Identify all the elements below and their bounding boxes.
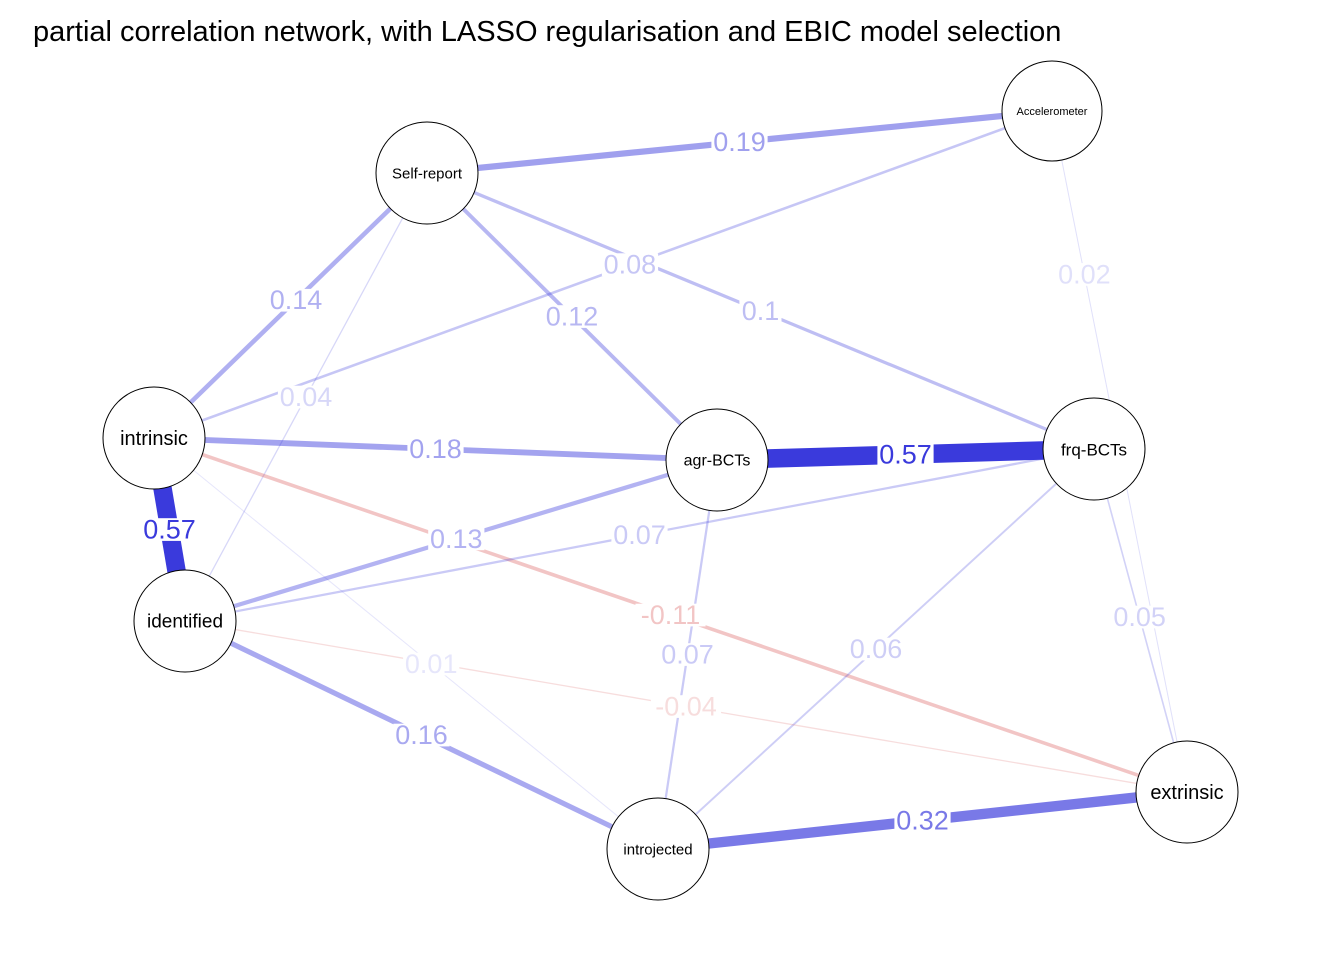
edge-label-frq_bcts-introjected: 0.06 <box>850 634 903 664</box>
edge-label-introjected-extrinsic: 0.32 <box>896 806 949 836</box>
edge-labels-layer: 0.19 0.08 0.02 0.14 0.12 0.1 0.04 0.18 0.57 -0.11… <box>141 127 1168 836</box>
edge-label-agr_bcts-identified: 0.13 <box>430 524 483 554</box>
edge-label-self_report-intrinsic: 0.14 <box>270 285 323 315</box>
node-label-extrinsic: extrinsic <box>1150 782 1223 804</box>
node-circle <box>665 408 769 512</box>
edge-label-intrinsic-accelerometer: 0.08 <box>604 250 657 280</box>
edge-label-bg <box>659 643 716 666</box>
node-agr_bcts: agr-BCTs <box>665 408 769 512</box>
node-intrinsic: intrinsic <box>102 386 206 490</box>
edge-label-bg <box>403 652 460 676</box>
node-circle <box>1042 397 1146 501</box>
node-self_report: Self-report <box>375 121 479 225</box>
node-circle <box>1001 60 1103 162</box>
edge-label-bg <box>739 299 782 323</box>
node-circle <box>102 386 206 490</box>
edge-label-identified-extrinsic: -0.04 <box>655 692 717 722</box>
edge-label-bg <box>407 437 464 461</box>
edge-label-bg <box>428 527 485 551</box>
edge-label-bg <box>635 603 706 627</box>
node-identified: identified <box>133 569 237 673</box>
edge-label-bg <box>277 385 335 409</box>
edge-label-identified-introjected: 0.16 <box>395 720 448 750</box>
edge-label-accelerometer-extrinsic: 0.02 <box>1058 259 1111 289</box>
edge-label-intrinsic-introjected: 0.01 <box>405 649 458 679</box>
edge-label-self_report-agr_bcts: 0.12 <box>546 302 599 332</box>
edge-intrinsic-introjected <box>153 437 659 850</box>
node-frq_bcts: frq-BCTs <box>1042 397 1146 501</box>
edge-label-frq_bcts-extrinsic: 0.05 <box>1113 602 1166 632</box>
edge-label-intrinsic-extrinsic: -0.11 <box>641 600 701 630</box>
edge-label-bg <box>894 809 951 832</box>
edge-label-bg <box>141 518 198 541</box>
edge-label-bg <box>650 695 722 718</box>
edge-label-bg <box>847 637 905 661</box>
edge-label-self_report-accelerometer: 0.19 <box>713 127 766 157</box>
node-label-agr_bcts: agr-BCTs <box>684 453 751 470</box>
edge-label-frq_bcts-identified: 0.07 <box>613 520 666 550</box>
node-circle <box>606 797 710 901</box>
edge-label-agr_bcts-frq_bcts: 0.57 <box>879 440 932 470</box>
edge-label-bg <box>543 305 601 328</box>
node-accelerometer: Accelerometer <box>1001 60 1103 162</box>
node-label-introjected: introjected <box>623 842 692 859</box>
edge-label-self_report-frq_bcts: 0.1 <box>742 296 780 326</box>
node-introjected: introjected <box>606 797 710 901</box>
edge-label-intrinsic-agr_bcts: 0.18 <box>409 434 462 464</box>
node-label-identified: identified <box>147 612 223 633</box>
edge-label-bg <box>267 288 325 312</box>
edge-label-bg <box>1111 605 1168 629</box>
node-circle <box>1135 740 1239 844</box>
edge-label-agr_bcts-introjected: 0.07 <box>661 640 714 670</box>
chart-title: partial correlation network, with LASSO … <box>33 16 1062 48</box>
node-extrinsic: extrinsic <box>1135 740 1239 844</box>
node-label-self_report: Self-report <box>392 166 463 183</box>
edge-label-self_report-identified: 0.04 <box>280 382 333 412</box>
edge-label-bg <box>611 523 668 547</box>
edge-label-bg <box>601 253 659 276</box>
edge-label-bg <box>393 723 450 747</box>
node-label-intrinsic: intrinsic <box>120 428 188 450</box>
node-label-accelerometer: Accelerometer <box>1017 106 1088 118</box>
node-circle <box>133 569 237 673</box>
edge-label-bg <box>1056 263 1113 286</box>
edge-label-bg <box>711 130 768 154</box>
node-circle <box>375 121 479 225</box>
edge-label-bg <box>877 443 934 466</box>
edge-label-intrinsic-identified: 0.57 <box>143 515 196 545</box>
node-label-frq_bcts: frq-BCTs <box>1061 441 1127 460</box>
